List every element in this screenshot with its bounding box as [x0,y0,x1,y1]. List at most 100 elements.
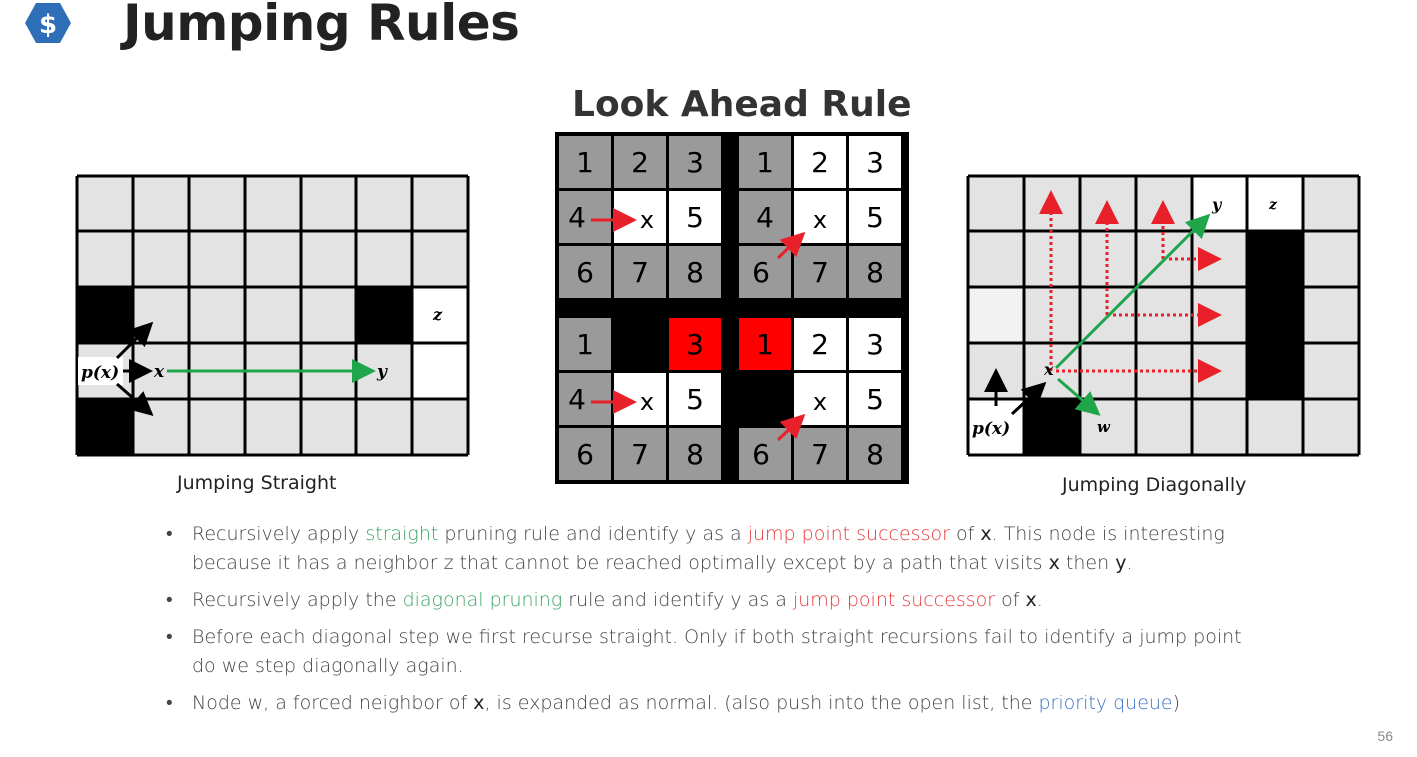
y-label: y [1211,195,1223,214]
cell-label: 7 [631,256,649,289]
blocked-cell [1247,231,1303,399]
blocked-cell [739,373,791,425]
cell-label: x [640,388,654,416]
highlight-x: x [1048,552,1060,574]
bullet-text: then [1059,552,1116,574]
bullet-marker: • [166,523,173,545]
bullet-text: pruning rule and identify y as a [438,523,748,545]
caption-jumping-diagonally: Jumping Diagonally [1062,474,1247,496]
page-title: Jumping Rules [123,0,520,52]
svg-text:$: $ [39,10,57,40]
highlight-x: x [980,523,992,545]
red-cell [669,318,721,370]
blocked-cell [614,318,666,370]
cell-label: 2 [631,146,649,179]
cell-label: 7 [631,438,649,471]
bullet-text: of [949,523,981,545]
black-arrow [115,321,154,360]
cell-label: 8 [686,438,704,471]
look-ahead-grid-2: 1 2 3 4 x 5 6 7 8 [739,136,901,298]
bullet-marker: • [166,589,173,611]
highlight-red: jump point successor [792,589,996,611]
cell-label: 6 [752,256,770,289]
green-arrow [1054,213,1211,370]
look-ahead-grid-1: 1 2 3 4 x 5 6 7 8 [559,136,721,298]
bullet-text: ) [1172,692,1181,714]
cell-label: 3 [686,146,704,179]
cell-label: 6 [576,256,594,289]
cell-label: 1 [576,328,594,361]
cell-label: 8 [866,438,884,471]
look-ahead-grid-3: 1 3 4 x 5 6 7 8 [559,318,721,480]
cell-label: 1 [576,146,594,179]
cell-label: 7 [811,256,829,289]
bullet-item: • Before each diagonal step we first rec… [166,623,1266,681]
y-label: y [376,362,388,382]
blocked-cell [77,287,133,343]
cell-label: 3 [866,146,884,179]
logo-icon: $ [25,3,71,43]
jumping-diagonally-diagram: x y z w p(x) [966,174,1361,457]
jumping-straight-diagram: p(x) x y z [75,174,470,457]
page-number: 56 [1377,728,1393,744]
cell-label: 3 [686,328,704,361]
cell-label: 4 [756,201,774,234]
cell-label: 6 [576,438,594,471]
blocked-cell [356,287,412,343]
z-label: z [1268,197,1278,213]
cell-label: 6 [752,438,770,471]
cell-label: 3 [866,328,884,361]
cell-label: 1 [756,328,774,361]
bullet-list: • Recursively apply straight pruning rul… [166,520,1266,726]
highlight-blue: priority queue [1038,692,1173,714]
bullet-text: Node w, a forced neighbor of [192,692,474,714]
cell-label: 7 [811,438,829,471]
cell-label: 5 [866,201,884,234]
blocked-cell [77,399,133,455]
bullet-text: rule and identify y as a [562,589,793,611]
look-ahead-grid-4: 1 2 3 x 5 6 7 8 [739,318,901,480]
section-subtitle: Look Ahead Rule [572,84,912,125]
cell-label: 5 [686,383,704,416]
highlight-x: x [1025,589,1037,611]
cell-label: x [640,206,654,234]
w-label: w [1097,418,1111,436]
bullet-item: • Recursively apply the diagonal pruning… [166,586,1266,615]
red-arrow [776,231,806,260]
bullet-text: . [1036,589,1043,611]
cell-label: 2 [811,146,829,179]
cell-label: 2 [811,328,829,361]
bullet-text: . This node is interesting because it ha… [192,523,1225,574]
bullet-text: Before each diagonal step we first recur… [192,626,1242,677]
blocked-cell [1024,399,1080,455]
bullet-item: • Node w, a forced neighbor of x, is exp… [166,689,1266,718]
cell-label: 4 [568,383,586,416]
x-label: x [1043,360,1054,379]
highlight-y: y [1115,552,1127,574]
cell-label: 4 [568,201,586,234]
cell-label: 1 [756,146,774,179]
red-arrow [776,413,806,442]
highlight-green: diagonal pruning [402,589,563,611]
caption-jumping-straight: Jumping Straight [177,472,337,494]
px-label: p(x) [81,363,119,383]
cell-label: x [813,388,827,416]
cell-label: 8 [866,256,884,289]
bullet-text: of [995,589,1026,611]
bullet-text: Recursively apply [192,523,366,545]
green-arrow [1057,377,1101,416]
look-ahead-grids: 1 2 3 4 x 5 6 7 8 1 2 3 4 x 5 6 7 8 1 3 … [555,132,909,484]
highlight-green: straight [365,523,439,545]
bullet-marker: • [166,692,173,714]
z-label: z [432,305,443,324]
highlight-x: x [473,692,485,714]
cell-label: x [813,206,827,234]
bullet-item: • Recursively apply straight pruning rul… [166,520,1266,578]
highlight-red: jump point successor [747,523,950,545]
cell-label: 8 [686,256,704,289]
black-arrow [116,382,154,416]
straight-grid [75,174,470,457]
bullet-text: . [1126,552,1133,574]
x-label: x [153,362,165,382]
bullet-text: , is expanded as normal. (also push into… [484,692,1039,714]
